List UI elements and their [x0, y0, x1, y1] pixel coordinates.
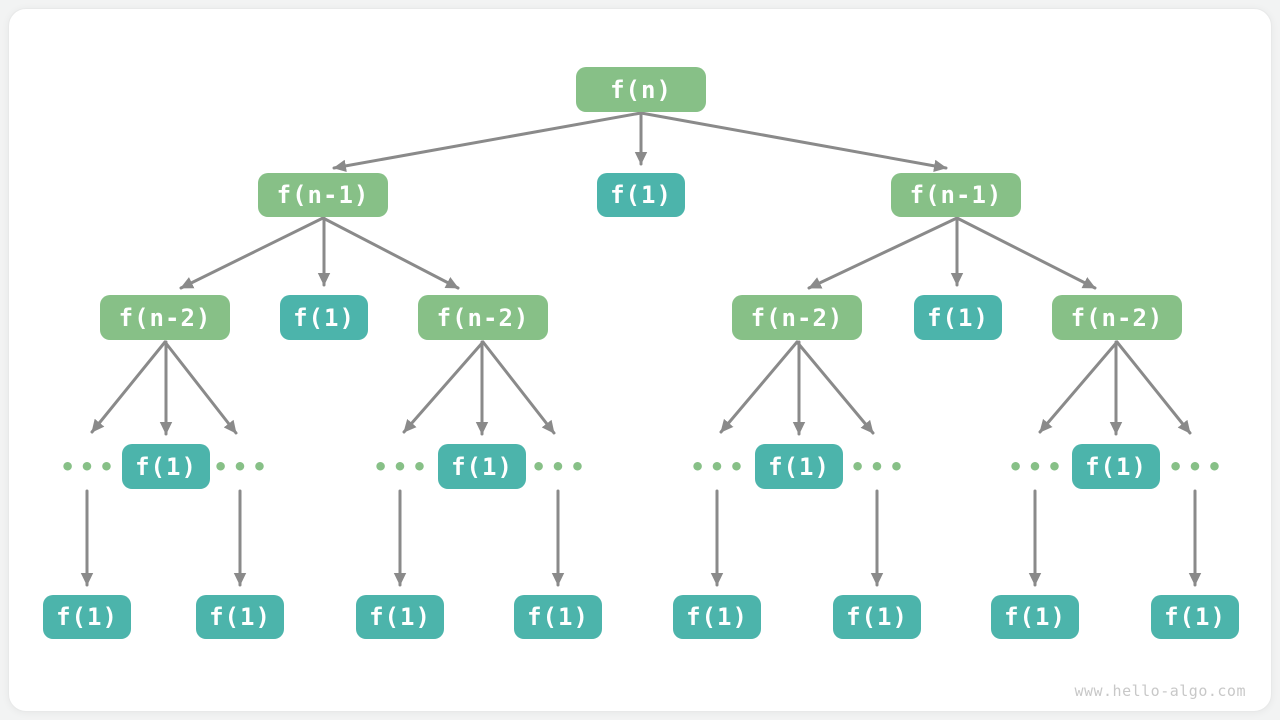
node-f-1-leaf-8: f(1)	[1151, 595, 1239, 639]
node-f-1-leaf-7: f(1)	[991, 595, 1079, 639]
node-f-1-leaf-5: f(1)	[673, 595, 761, 639]
node-f-1-leaf-4: f(1)	[514, 595, 602, 639]
node-f-1-level4-1: f(1)	[122, 444, 210, 489]
node-f-1-leaf-3: f(1)	[356, 595, 444, 639]
node-f-1-leaf-1: f(1)	[43, 595, 131, 639]
node-f-1-level3-right: f(1)	[914, 295, 1002, 340]
node-f-n-2-3: f(n-2)	[732, 295, 862, 340]
watermark-text: www.hello-algo.com	[1074, 682, 1246, 700]
node-f-n-root: f(n)	[576, 67, 706, 112]
node-f-n-2-4: f(n-2)	[1052, 295, 1182, 340]
node-f-n-1-left: f(n-1)	[258, 173, 388, 217]
node-f-1-level4-3: f(1)	[755, 444, 843, 489]
ellipsis-node-1: •••	[60, 453, 119, 481]
node-f-1-level3-left: f(1)	[280, 295, 368, 340]
node-f-1-leaf-2: f(1)	[196, 595, 284, 639]
node-f-1-leaf-6: f(1)	[833, 595, 921, 639]
ellipsis-node-4: •••	[531, 453, 590, 481]
ellipsis-node-7: •••	[1008, 453, 1067, 481]
node-f-1-level2: f(1)	[597, 173, 685, 217]
ellipsis-node-3: •••	[373, 453, 432, 481]
node-f-n-2-1: f(n-2)	[100, 295, 230, 340]
ellipsis-node-8: •••	[1168, 453, 1227, 481]
ellipsis-node-2: •••	[213, 453, 272, 481]
ellipsis-node-6: •••	[850, 453, 909, 481]
node-f-1-level4-4: f(1)	[1072, 444, 1160, 489]
node-f-n-2-2: f(n-2)	[418, 295, 548, 340]
node-f-1-level4-2: f(1)	[438, 444, 526, 489]
ellipsis-node-5: •••	[690, 453, 749, 481]
node-f-n-1-right: f(n-1)	[891, 173, 1021, 217]
